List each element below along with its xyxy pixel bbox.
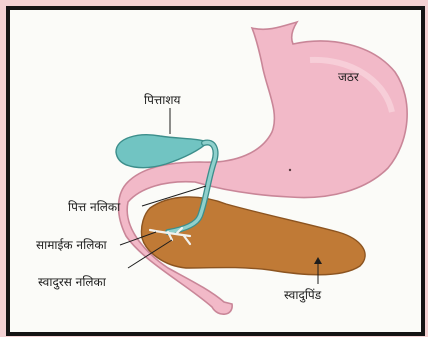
stomach-dot [289,169,291,171]
label-gallbladder: पित्ताशय [144,93,180,107]
label-pancreas: स्वादुपिंड [284,288,321,302]
stomach-shape [119,22,408,314]
label-common-duct: सामाईक नलिका [36,238,107,252]
label-stomach: जठर [338,70,359,84]
label-bile-duct: पित्त नलिका [68,200,120,214]
pancreas-shape [141,197,365,275]
label-pancreatic-duct: स्वादुरस नलिका [38,275,106,289]
